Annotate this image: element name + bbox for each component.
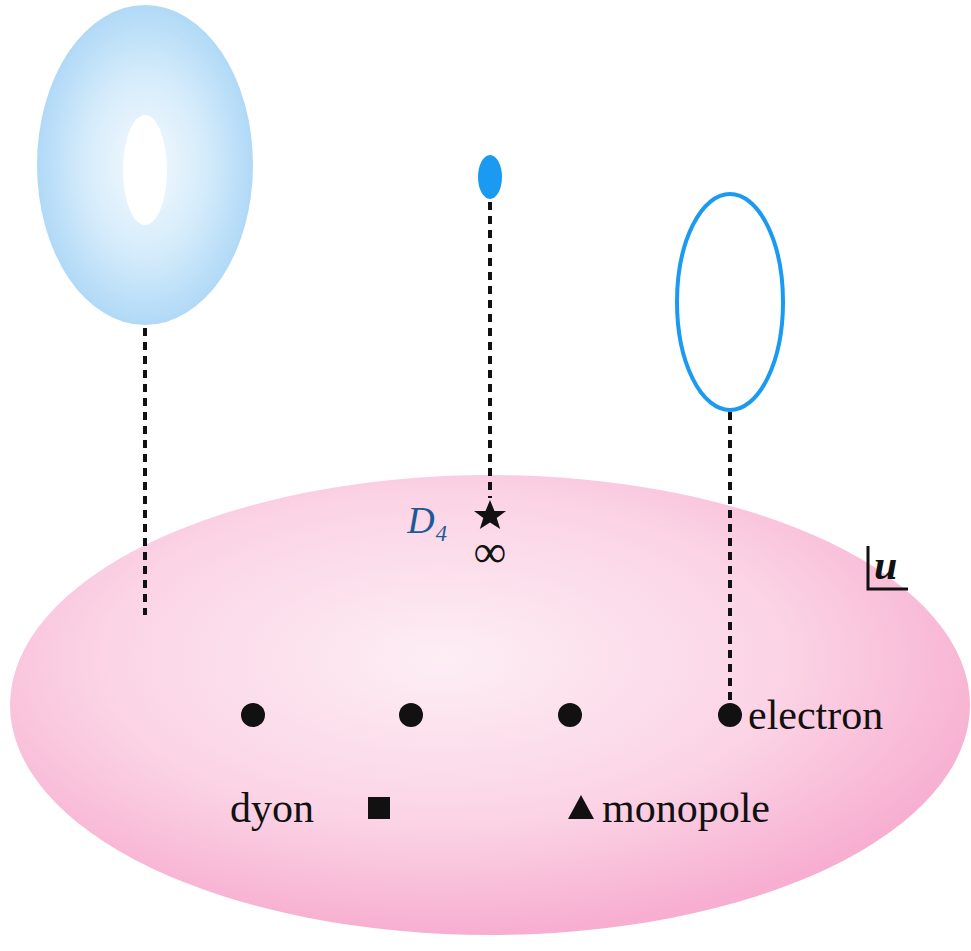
infinity-label: ∞ <box>474 529 507 575</box>
fiber-line <box>143 328 147 615</box>
fiber-line <box>728 412 732 705</box>
singularity-label: D₄ <box>407 501 448 539</box>
torus <box>37 5 253 325</box>
pinched-fiber <box>677 194 783 410</box>
particle-label: electron <box>748 694 883 736</box>
singular-point <box>718 703 742 727</box>
degenerate-fiber <box>478 155 502 199</box>
monopole-symbol <box>568 795 594 819</box>
singular-point <box>241 703 265 727</box>
particle-label: monopole <box>602 787 770 829</box>
star-symbol <box>474 500 506 529</box>
fiber-line <box>488 202 492 498</box>
dyon-symbol <box>368 797 390 819</box>
plane-label: u <box>874 544 897 586</box>
particle-label: dyon <box>230 787 314 829</box>
singular-point <box>558 703 582 727</box>
singular-point <box>399 703 423 727</box>
u-plane <box>10 475 970 935</box>
